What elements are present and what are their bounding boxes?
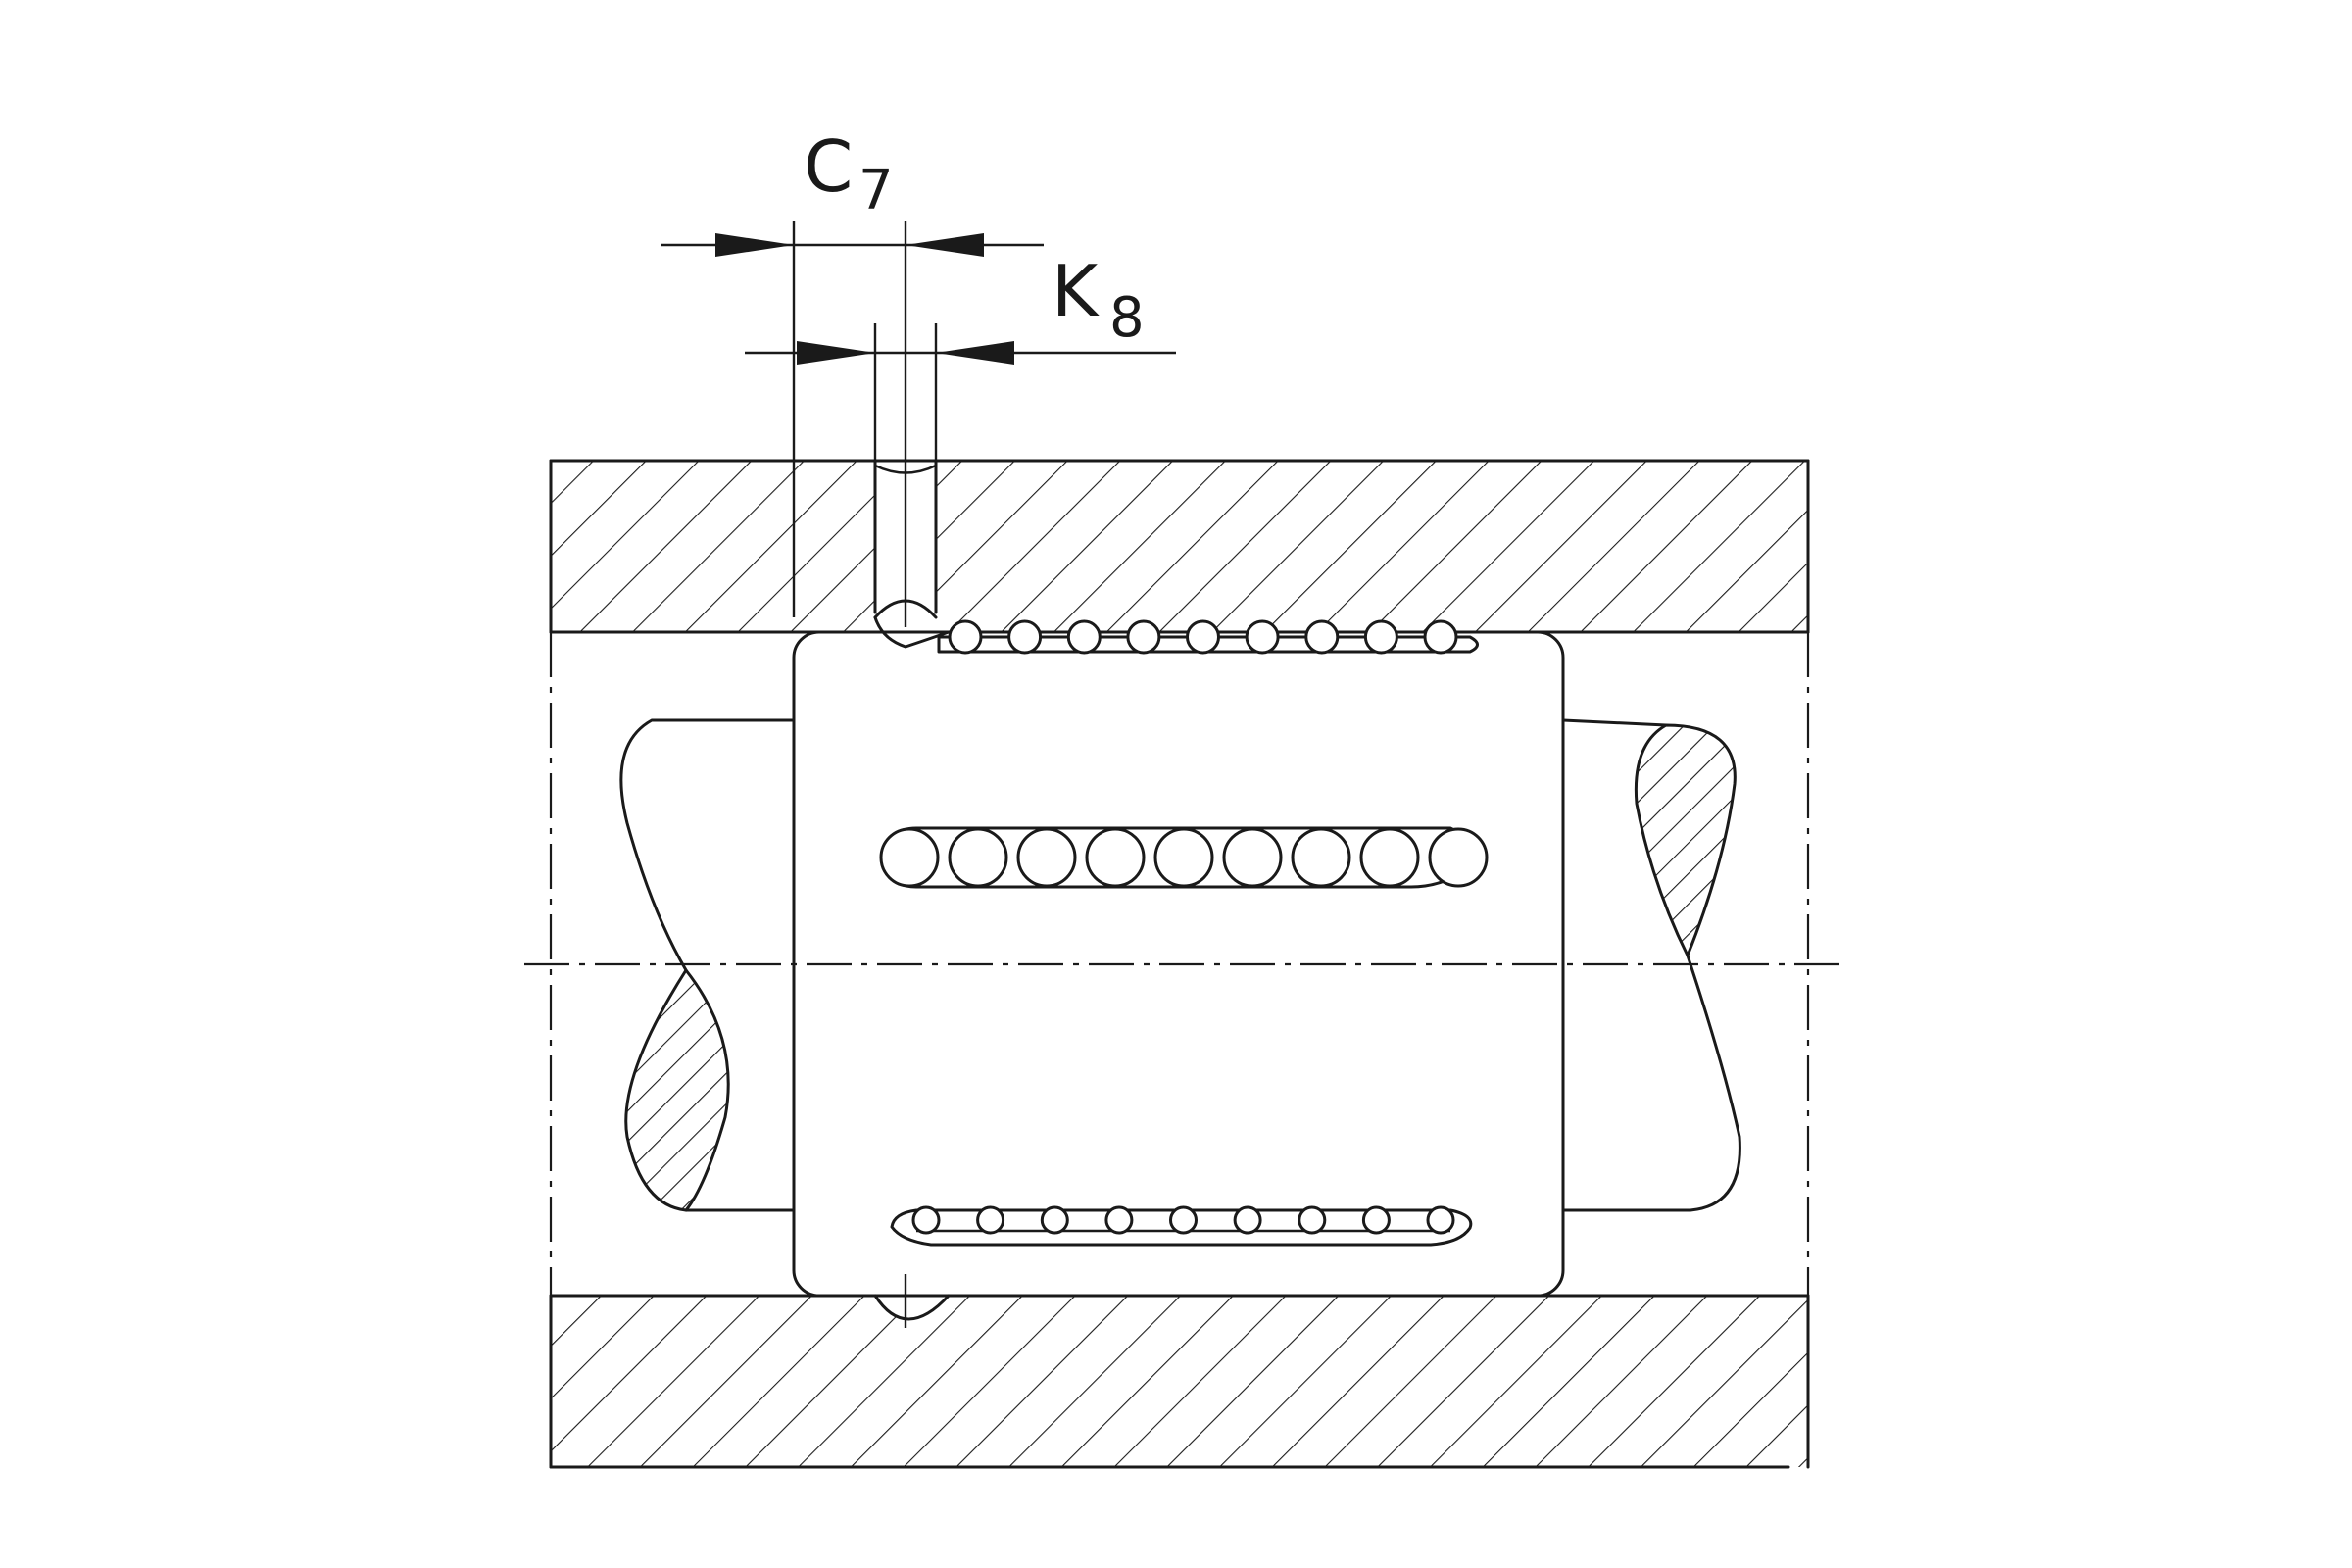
ball xyxy=(1085,827,1146,888)
ball xyxy=(1066,619,1102,655)
ball xyxy=(948,619,983,655)
ball xyxy=(1222,827,1283,888)
ball xyxy=(1104,1205,1134,1235)
dimension-c-subscript: 7 xyxy=(858,159,894,222)
bottom-housing xyxy=(549,1294,1810,1469)
dimension-c7: C 7 xyxy=(662,125,1044,627)
ball xyxy=(911,1205,941,1235)
ball xyxy=(1426,1205,1455,1235)
ball xyxy=(1153,827,1214,888)
shaft-left-break xyxy=(619,718,796,1212)
ball xyxy=(976,1205,1005,1235)
ball xyxy=(1040,1205,1069,1235)
ball xyxy=(1423,619,1458,655)
ball xyxy=(1186,619,1220,655)
ball xyxy=(1359,827,1420,888)
lower-ball-row xyxy=(890,1205,1473,1247)
dimension-c-letter: C xyxy=(804,125,853,208)
top-housing xyxy=(549,459,1810,634)
ball xyxy=(1233,1205,1262,1235)
outer-dashdot-lines xyxy=(549,632,1810,1296)
ball xyxy=(1291,827,1351,888)
ball xyxy=(1428,827,1489,888)
ball xyxy=(879,827,940,888)
ball xyxy=(1007,619,1043,655)
ball xyxy=(1126,619,1161,655)
shaft-right-break xyxy=(1561,718,1741,1212)
ball xyxy=(1304,619,1340,655)
ball xyxy=(1361,1205,1391,1235)
top-edge-ball-row xyxy=(937,619,1479,655)
ball xyxy=(1016,827,1077,888)
bearing-body xyxy=(792,630,1565,1298)
dimension-k-subscript: 8 xyxy=(1109,286,1145,350)
dimension-k8: K 8 xyxy=(745,250,1176,461)
dimension-k-letter: K xyxy=(1052,250,1100,332)
ball xyxy=(948,827,1008,888)
upper-ball-row xyxy=(879,826,1489,889)
ball xyxy=(1363,619,1398,655)
ball xyxy=(1298,1205,1327,1235)
ball xyxy=(1245,619,1280,655)
ball xyxy=(1169,1205,1198,1235)
